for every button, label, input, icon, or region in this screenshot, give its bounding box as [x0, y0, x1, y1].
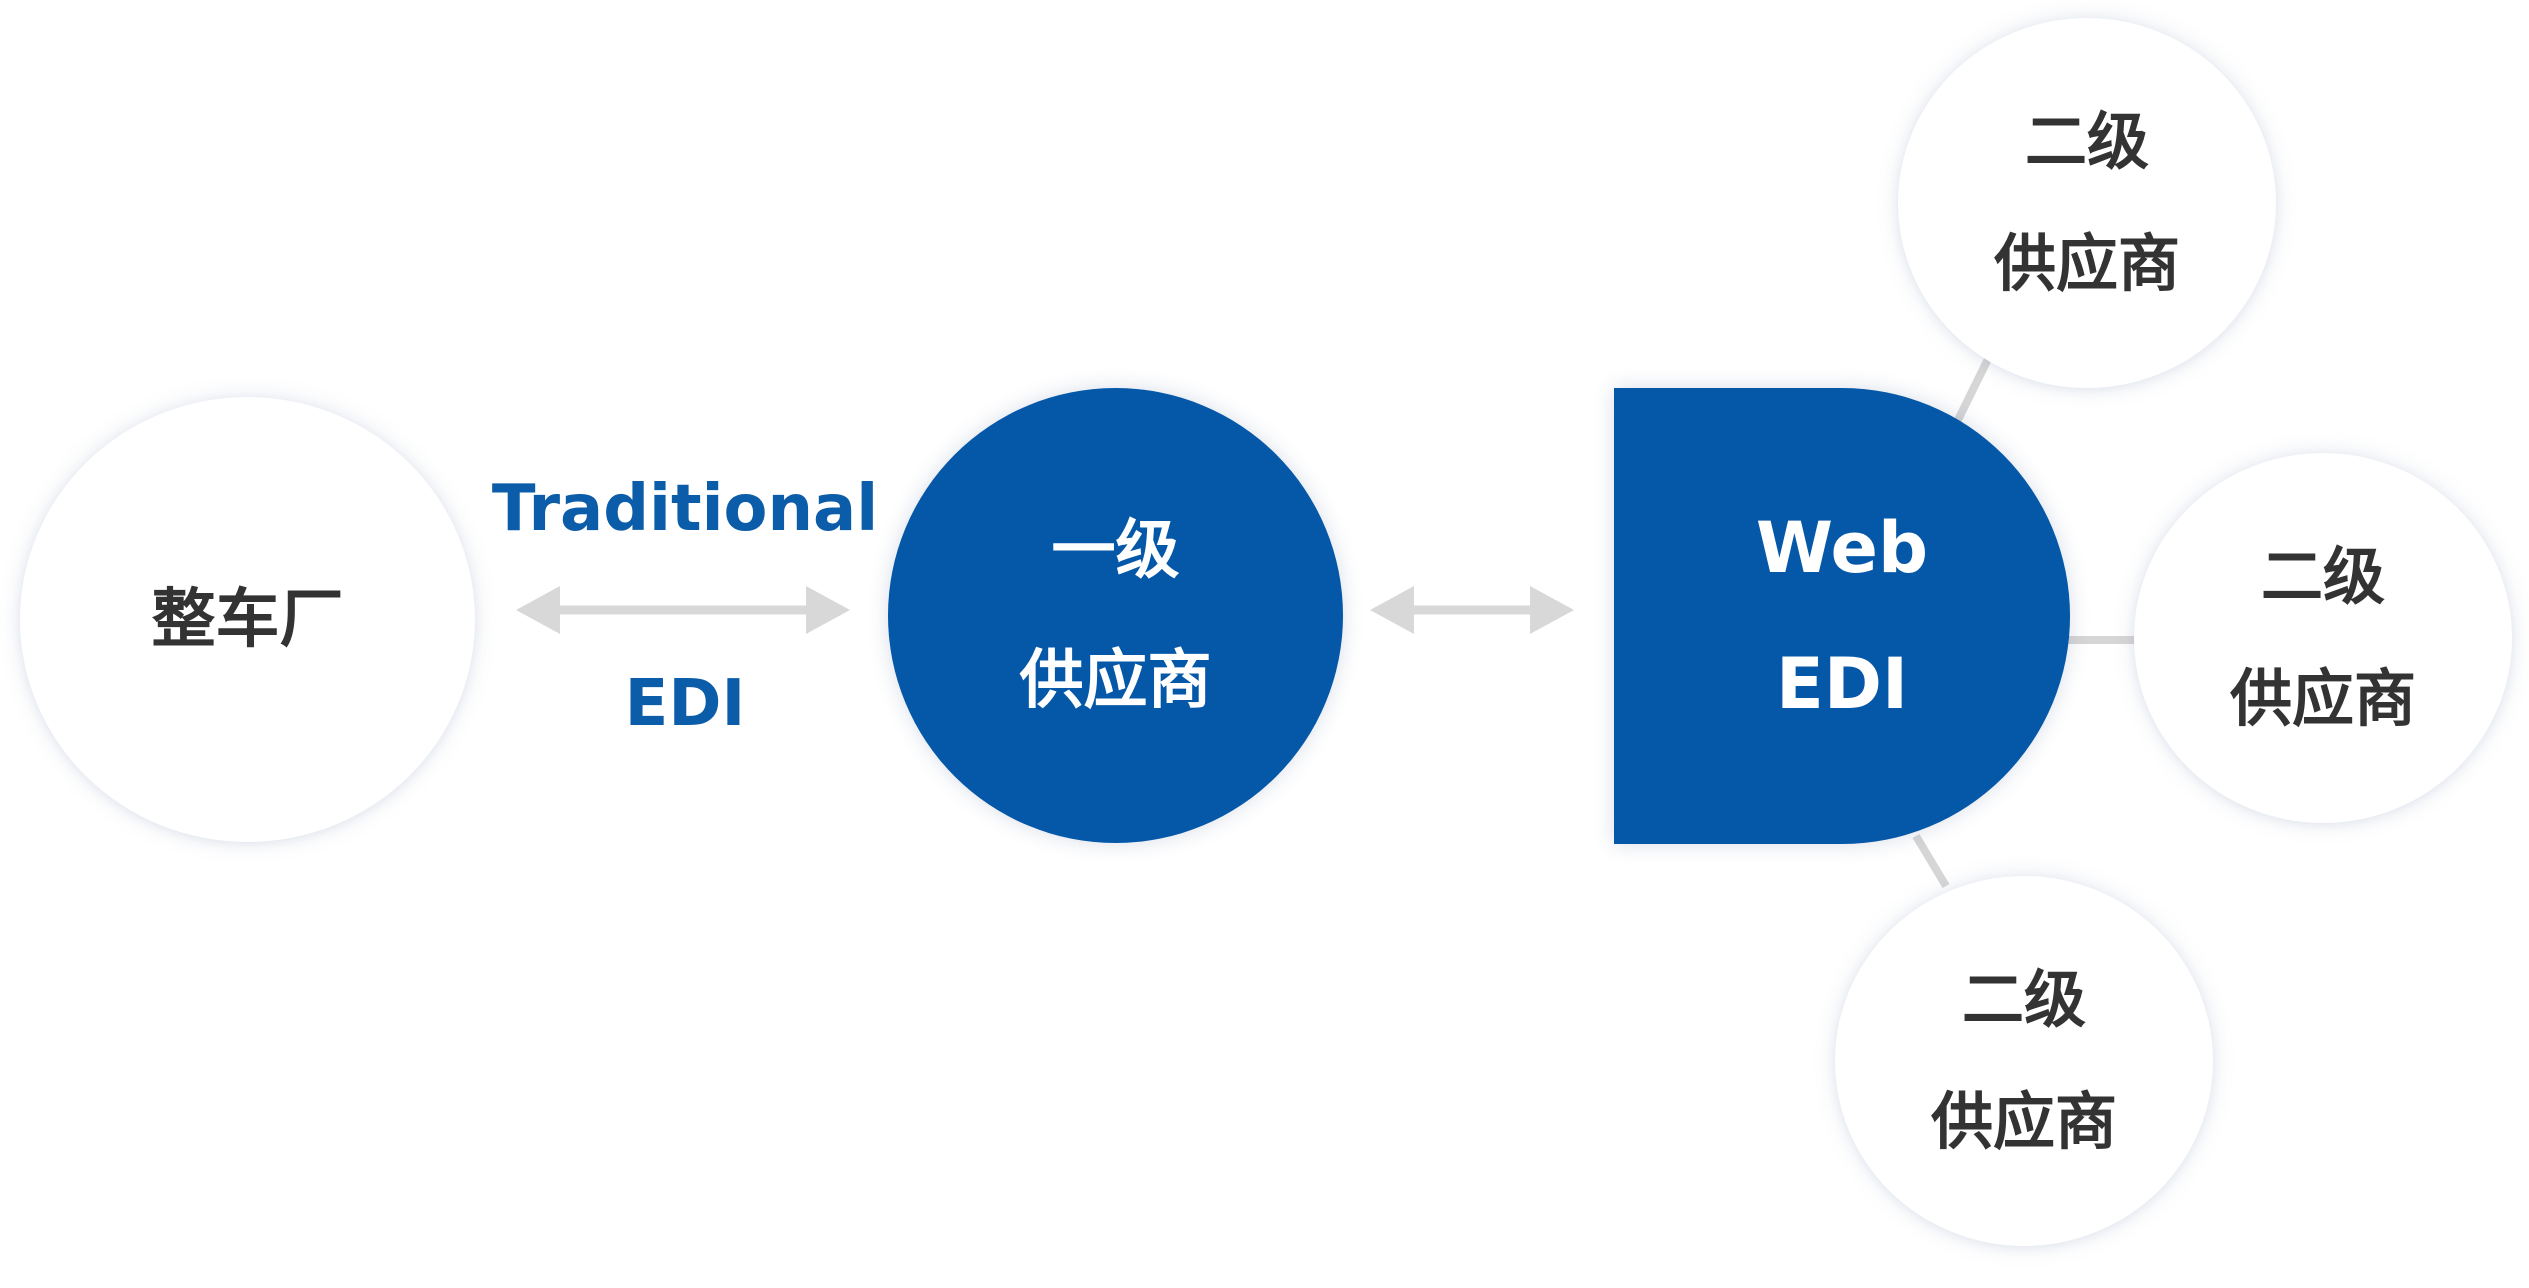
- traditional-edi-label-line1: Traditional: [491, 472, 879, 546]
- tier2-supplier-node-right: 二级 供应商: [2134, 453, 2512, 823]
- oem-label: 整车厂: [151, 582, 344, 657]
- traditional-edi-label-line2: EDI: [624, 667, 746, 741]
- web-edi-label-line1: Web: [1755, 507, 1929, 589]
- tier2-right-label-line1: 二级: [2260, 540, 2385, 613]
- connector-webedi-tier2-top: [1952, 353, 1994, 426]
- tier1-label-line2: 供应商: [1019, 643, 1212, 718]
- tier2-supplier-node-bottom: 二级 供应商: [1835, 876, 2213, 1246]
- tier2-supplier-node-top: 二级 供应商: [1898, 18, 2276, 388]
- oem-node: 整车厂: [20, 397, 475, 842]
- arrow-oem-tier1: [516, 586, 850, 634]
- tier2-right-label-line2: 供应商: [2229, 662, 2416, 735]
- connector-webedi-tier2-bottom: [1912, 833, 1950, 889]
- web-edi-node: Web EDI: [1614, 388, 2070, 844]
- tier2-bottom-label-line2: 供应商: [1930, 1085, 2117, 1158]
- tier2-top-label-line2: 供应商: [1993, 227, 2180, 300]
- web-edi-label-line2: EDI: [1776, 643, 1908, 725]
- tier2-bottom-label-line1: 二级: [1961, 963, 2086, 1036]
- tier2-top-label-line1: 二级: [2024, 105, 2149, 178]
- arrow-tier1-webedi: [1370, 586, 1574, 634]
- tier1-label-line1: 一级: [1051, 513, 1180, 588]
- tier1-supplier-node: 一级 供应商: [888, 388, 1343, 843]
